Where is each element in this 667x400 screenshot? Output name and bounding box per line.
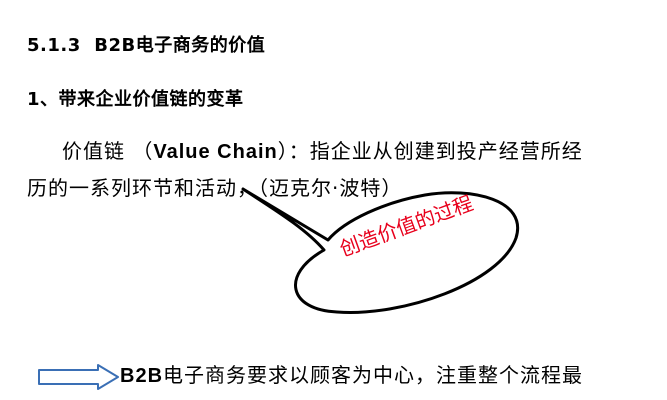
subsection-title: 1、带来企业价值链的变革	[27, 91, 244, 109]
subsection-number: 1	[27, 89, 41, 110]
conclusion-line: B2B电子商务要求以顾客为中心，注重整个流程最	[120, 365, 583, 386]
definition-line-1: 价值链 （Value Chain）：指企业从创建到投产经营所经	[62, 141, 583, 162]
right-arrow-icon	[38, 364, 119, 390]
section-title: 5.1.3 B2B电子商务的价值	[27, 37, 265, 55]
section-title-text: B2B电子商务的价值	[94, 35, 266, 56]
section-number: 5.1.3	[27, 35, 81, 56]
definition-line-2-text: 历的一系列环节和活动，（迈克尔·波特）	[27, 176, 403, 200]
conclusion-lead: B2B	[120, 365, 164, 387]
definition-term: 价值链 （	[62, 139, 154, 163]
subsection-title-text: 、带来企业价值链的变革	[40, 89, 244, 110]
definition-line-2: 历的一系列环节和活动，（迈克尔·波特）	[27, 178, 402, 198]
conclusion-text: 电子商务要求以顾客为中心，注重整个流程最	[163, 363, 584, 387]
speech-bubble-outline	[241, 187, 520, 314]
definition-term-english: Value Chain	[153, 141, 278, 163]
definition-line-1-rest: ）：指企业从创建到投产经营所经	[277, 139, 583, 163]
